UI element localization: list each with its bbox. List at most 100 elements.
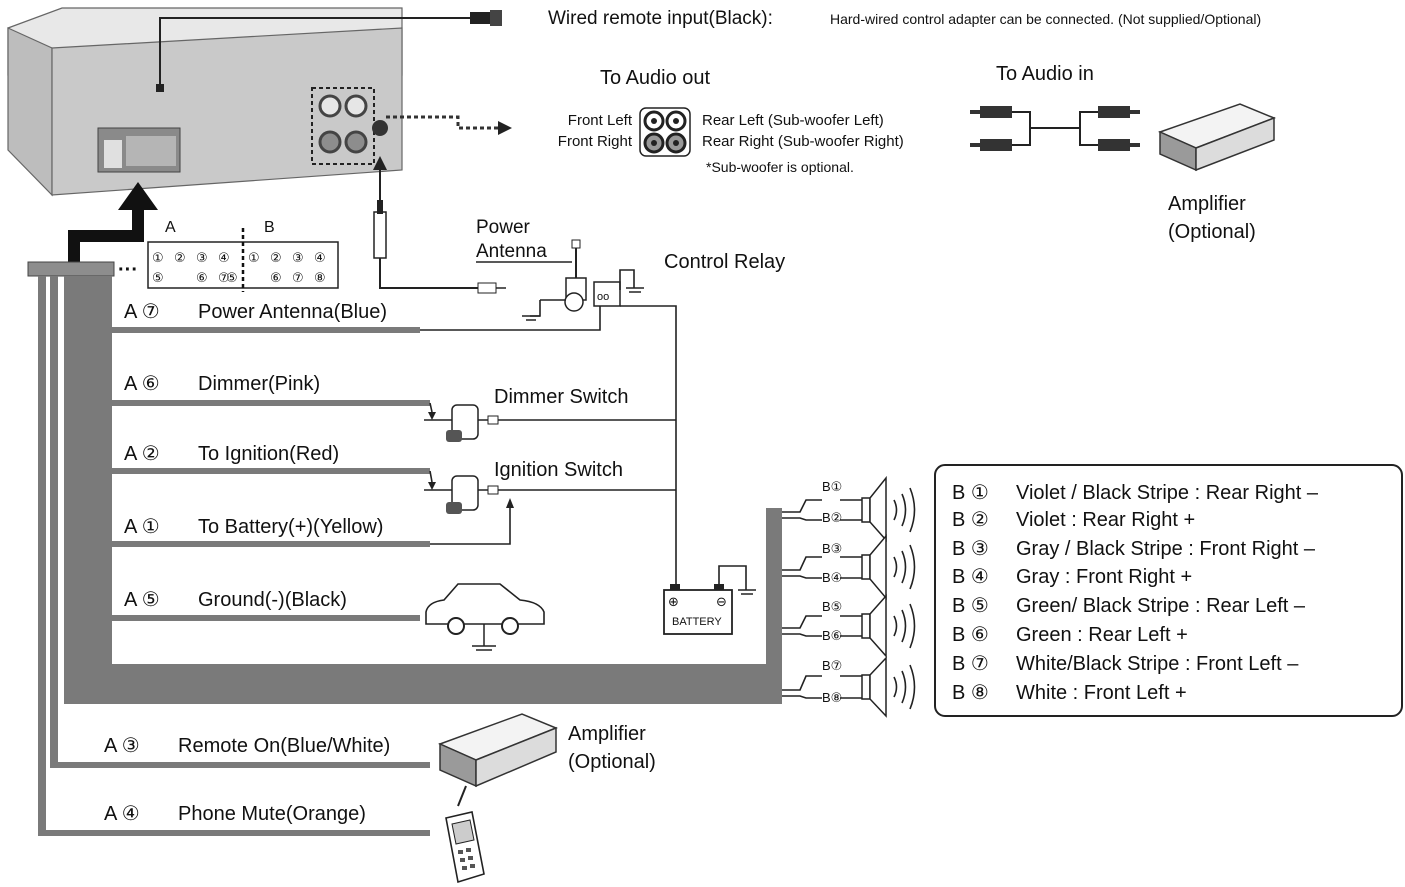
speaker-pin-b1: B① [822,479,842,494]
speaker-legend-box [934,464,1403,717]
speaker-pin-b6: B⑥ [822,628,842,643]
legend-text-b2: Violet : Rear Right + [1016,509,1195,531]
rear-left-label: Rear Left (Sub-woofer Left) [702,112,884,129]
dimmer-switch-icon [424,402,676,442]
rca-cable-icon [970,106,1140,151]
speaker-legend: B ① Violet / Black Stripe : Rear Right –… [952,482,1319,704]
wire-pin-a5: A ⑤ [124,589,160,611]
pin-a-3: ③ [196,250,208,265]
audio-out-title: To Audio out [600,67,711,89]
legend-text-b8: White : Front Left + [1016,682,1187,704]
amplifier-bottom-label: Amplifier [568,723,646,745]
legend-pin-b5: B ⑤ [952,595,989,617]
wire-pin-a2: A ② [124,443,160,465]
speaker-pin-b4: B④ [822,570,842,585]
ignition-switch-icon [424,470,676,545]
pin-a-4: ④ [218,250,230,265]
pin-b-4: ④ [314,250,326,265]
control-relay-icon: oo [420,269,677,585]
remote-input-label: Wired remote input(Black): [548,8,773,29]
dimmer-switch-label: Dimmer Switch [494,386,628,408]
legend-pin-b3: B ③ [952,538,989,560]
pin-b-5: ⑤ [226,270,238,285]
svg-text:⊖: ⊖ [716,594,727,609]
legend-pin-b4: B ④ [952,566,989,588]
svg-text:oo: oo [597,291,609,303]
connector-label-a: A [165,219,176,236]
svg-text:···: ··· [118,259,138,281]
connector-pins: ① ② ③ ④ ⑤ ⑥ ⑦ ① ② ③ ④ ⑤ ⑥ ⑦ ⑧ [152,250,326,285]
speaker-pin-labels: B① B② B③ B④ B⑤ B⑥ B⑦ B⑧ [822,479,842,705]
legend-text-b4: Gray : Front Right + [1016,566,1192,588]
pin-a-2: ② [174,250,186,265]
wire-label-dimmer: Dimmer(Pink) [198,373,320,395]
wire-label-remote-on: Remote On(Blue/White) [178,735,390,757]
legend-pin-b6: B ⑥ [952,624,989,646]
power-antenna-label-2: Antenna [476,241,547,262]
connector-label-b: B [264,219,275,236]
wire-labels: A ⑦ Power Antenna(Blue) A ⑥ Dimmer(Pink)… [104,301,390,825]
wiring-harness: ··· [27,182,782,836]
pin-a-1: ① [152,250,164,265]
speaker-icon [861,594,916,658]
wire-pin-a4: A ④ [104,803,140,825]
pin-a-6: ⑥ [196,270,208,285]
legend-text-b6: Green : Rear Left + [1016,624,1188,646]
power-antenna-label: Power [476,217,531,238]
amplifier-top-optional: (Optional) [1168,221,1256,243]
wire-pin-a1: A ① [124,516,160,538]
legend-pin-b2: B ② [952,509,989,531]
wire-pin-a7: A ⑦ [124,301,160,323]
wire-label-ground: Ground(-)(Black) [198,589,347,611]
remote-input-cable [156,10,502,92]
head-unit [7,7,403,197]
wire-label-power-antenna: Power Antenna(Blue) [198,301,387,323]
wire-label-phone-mute: Phone Mute(Orange) [178,803,366,825]
front-right-label: Front Right [558,133,633,150]
speaker-icon [861,475,916,542]
speaker-icons [861,475,916,718]
speaker-pin-b8: B⑧ [822,690,842,705]
amplifier-icon [438,713,558,788]
legend-text-b5: Green/ Black Stripe : Rear Left – [1016,595,1306,617]
legend-text-b1: Violet / Black Stripe : Rear Right – [1016,482,1319,504]
subwoofer-note: *Sub-woofer is optional. [706,159,854,175]
speaker-pin-b5: B⑤ [822,599,842,614]
amplifier-icon [1157,103,1277,172]
pin-a-7: ⑦ [218,270,230,285]
legend-pin-b7: B ⑦ [952,653,989,675]
svg-text:⊕: ⊕ [668,594,679,609]
amplifier-bottom-optional: (Optional) [568,751,656,773]
wire-label-ignition: To Ignition(Red) [198,443,339,465]
pin-b-2: ② [270,250,282,265]
audio-out-arrow [386,115,512,135]
pin-b-7: ⑦ [292,270,304,285]
wire-pin-a6: A ⑥ [124,373,160,395]
phone-icon [445,785,485,884]
battery-label: BATTERY [672,616,722,628]
pin-b-1: ① [248,250,260,265]
wire-label-battery: To Battery(+)(Yellow) [198,516,383,538]
speaker-pin-b7: B⑦ [822,658,842,673]
battery-icon: ⊕ ⊖ [663,565,756,635]
speaker-pin-b2: B② [822,510,842,525]
legend-pin-b1: B ① [952,482,989,504]
pin-b-8: ⑧ [314,270,326,285]
remote-input-note: Hard-wired control adapter can be connec… [830,11,1261,27]
wire-pin-a3: A ③ [104,735,140,757]
ignition-switch-label: Ignition Switch [494,459,623,481]
pin-b-3: ③ [292,250,304,265]
rca-jack-icon [639,107,691,157]
legend-text-b3: Gray / Black Stripe : Front Right – [1016,538,1316,560]
pin-a-5: ⑤ [152,270,164,285]
speaker-pin-b3: B③ [822,541,842,556]
audio-in-title: To Audio in [996,63,1094,85]
speaker-wires [782,499,862,699]
pin-b-6: ⑥ [270,270,282,285]
speaker-icon [861,533,916,601]
speaker-icon [861,656,916,718]
rear-right-label: Rear Right (Sub-woofer Right) [702,133,904,150]
legend-pin-b8: B ⑧ [952,682,989,704]
antenna-cable [373,156,506,294]
